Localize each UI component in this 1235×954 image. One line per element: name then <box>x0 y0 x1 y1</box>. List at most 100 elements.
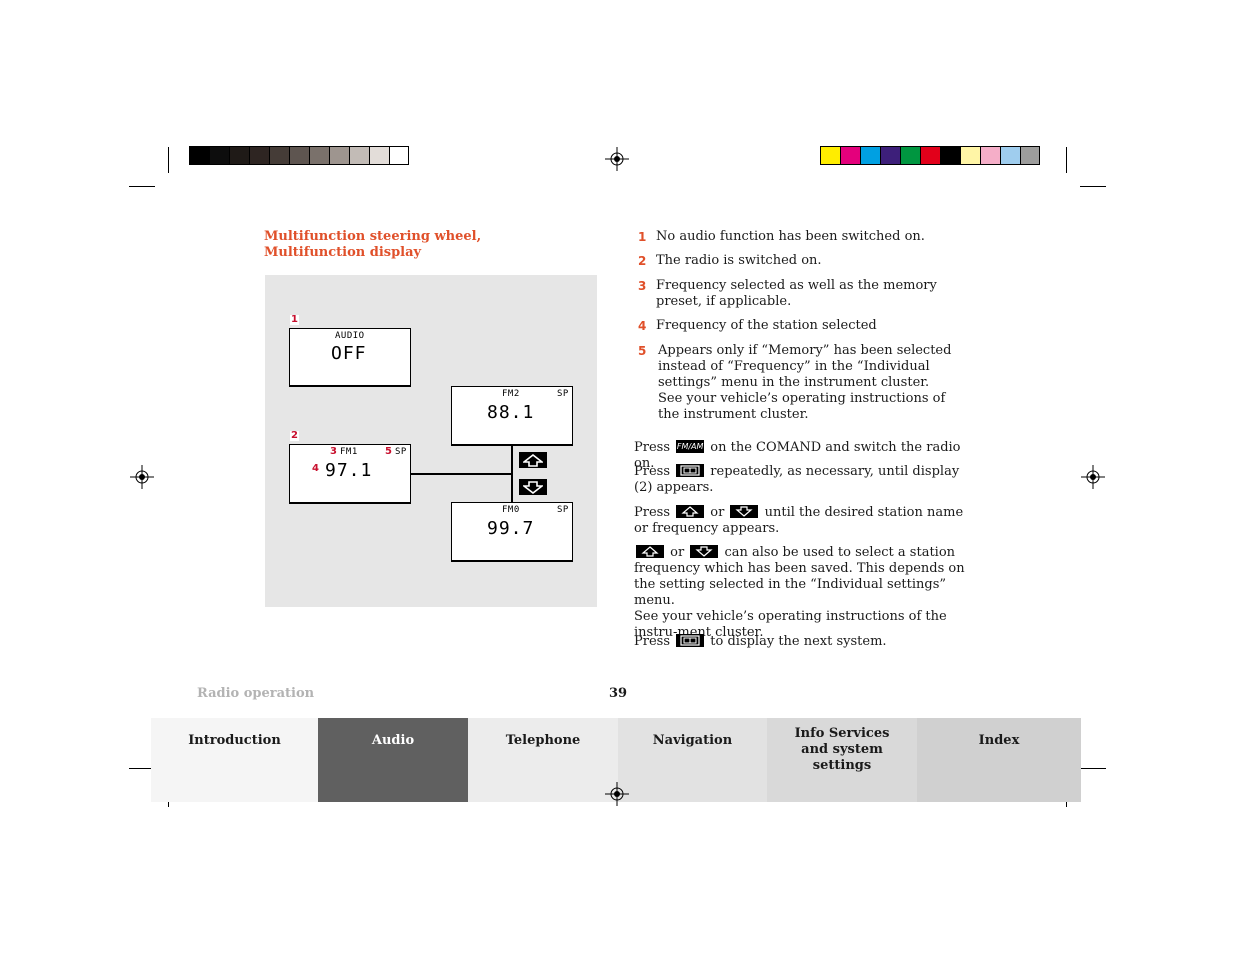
instruction-text: or <box>710 505 725 520</box>
up-key <box>676 505 705 518</box>
tab-introduction[interactable]: Introduction <box>151 718 318 802</box>
instruction-1: Press FM/AM on the COMAND and switch the… <box>634 440 974 472</box>
legend-text: The radio is switched on. <box>656 253 822 268</box>
fm-am-key: FM/AM <box>676 440 705 453</box>
tab-audio[interactable]: Audio <box>318 718 468 802</box>
system-key <box>676 634 705 647</box>
display-label: AUDIO <box>335 331 365 341</box>
color-swatch <box>369 146 389 165</box>
instruction-2: Press repeatedly, as necessary, until di… <box>634 464 974 496</box>
color-swatch <box>920 146 940 165</box>
up-key <box>636 545 664 558</box>
down-key <box>690 545 719 558</box>
tab-label: Info Services and system settings <box>794 726 890 773</box>
color-swatch <box>309 146 329 165</box>
color-swatch <box>209 146 229 165</box>
color-swatch <box>389 146 409 165</box>
display-band: FM0 <box>502 505 520 515</box>
arrow-down-icon <box>523 480 543 494</box>
instruction-text: Press <box>634 440 670 455</box>
crop-mark <box>129 768 155 769</box>
arrow-up-icon <box>641 546 659 557</box>
crop-mark <box>129 186 155 187</box>
tab-label: Index <box>978 733 1020 748</box>
instruction-text: or <box>670 545 685 560</box>
callout-4: 4 <box>312 463 319 474</box>
display-band: FM1 <box>340 447 358 457</box>
callout-1: 1 <box>290 314 299 325</box>
color-swatch <box>229 146 249 165</box>
color-swatch <box>840 146 860 165</box>
display-band: FM2 <box>502 389 520 399</box>
crop-mark <box>1080 186 1106 187</box>
tab-label: Navigation <box>652 733 733 748</box>
instruction-3: Press or until the desired station name … <box>634 505 974 537</box>
legend-text-note: See your vehicle’s operating instruction… <box>658 391 946 422</box>
tab-label: Audio <box>371 733 415 748</box>
arrow-up-icon <box>681 506 699 517</box>
legend-text: Frequency of the station selected <box>656 318 877 333</box>
tab-label: Telephone <box>505 733 581 748</box>
crop-mark <box>1066 147 1067 173</box>
display-value: OFF <box>331 343 367 364</box>
instruction-text: to display the next system. <box>710 634 887 649</box>
arrow-down-icon <box>735 506 754 517</box>
instruction-text: until the desired station name or freque… <box>634 505 964 536</box>
tab-info-services[interactable]: Info Services and system settings <box>767 718 917 802</box>
tab-label: Introduction <box>188 733 281 748</box>
instruction-4: or can also be used to select a station … <box>634 545 974 641</box>
instruction-text: repeatedly, as necessary, until display … <box>634 464 960 495</box>
legend-text-block: Appears only if “Memory” has been select… <box>658 343 968 423</box>
process-color-bar <box>820 146 1040 165</box>
color-swatch <box>960 146 980 165</box>
color-swatch <box>189 146 209 165</box>
system-key <box>676 464 705 477</box>
legend-text: Appears only if “Memory” has been select… <box>658 343 952 390</box>
color-swatch <box>940 146 960 165</box>
tab-telephone[interactable]: Telephone <box>468 718 618 802</box>
color-swatch <box>820 146 840 165</box>
color-swatch <box>249 146 269 165</box>
arrow-down-icon <box>695 546 713 557</box>
legend-number: 2 <box>638 254 647 268</box>
crop-mark <box>1080 768 1106 769</box>
color-swatch <box>289 146 309 165</box>
display-value: 88.1 <box>487 402 535 423</box>
color-swatch <box>1020 146 1040 165</box>
registration-mark-icon <box>1081 465 1105 489</box>
instruction-text: can also be used to select a station fre… <box>634 545 965 608</box>
legend-number: 1 <box>638 230 647 244</box>
color-swatch <box>880 146 900 165</box>
display-fm2: FM2 SP 88.1 <box>451 386 573 446</box>
instruction-note: See your vehicle’s operating instruction… <box>634 609 947 640</box>
color-swatch <box>329 146 349 165</box>
display-fm0: FM0 SP 99.7 <box>451 502 573 562</box>
callout-3: 3 <box>330 446 337 457</box>
section-title: Multifunction steering wheel, Multifunct… <box>264 229 482 260</box>
display-value: 97.1 <box>325 460 373 481</box>
display-sp: SP <box>557 505 569 515</box>
color-swatch <box>269 146 289 165</box>
registration-mark-icon <box>605 147 629 171</box>
display-sp: SP <box>395 447 407 457</box>
arrow-up-icon <box>523 453 543 467</box>
crop-mark <box>168 147 169 173</box>
instruction-5: Press to display the next system. <box>634 634 974 650</box>
display-sp: SP <box>557 389 569 399</box>
running-footer-section: Radio operation <box>197 686 315 701</box>
tab-index[interactable]: Index <box>917 718 1081 802</box>
legend-number: 3 <box>638 279 647 293</box>
callout-5: 5 <box>385 446 392 457</box>
legend-text: No audio function has been switched on. <box>656 229 925 244</box>
registration-mark-icon <box>605 782 629 806</box>
legend-number: 5 <box>638 344 647 358</box>
legend-number: 4 <box>638 319 647 333</box>
registration-mark-icon <box>130 465 154 489</box>
display-value: 99.7 <box>487 518 535 539</box>
legend-text: Frequency selected as well as the memory… <box>656 278 937 309</box>
instruction-text: Press <box>634 505 670 520</box>
tab-navigation[interactable]: Navigation <box>618 718 767 802</box>
instruction-text: on the COMAND and switch the radio on. <box>634 440 961 471</box>
arrow-down-button <box>519 479 547 495</box>
connector-line <box>511 446 513 502</box>
